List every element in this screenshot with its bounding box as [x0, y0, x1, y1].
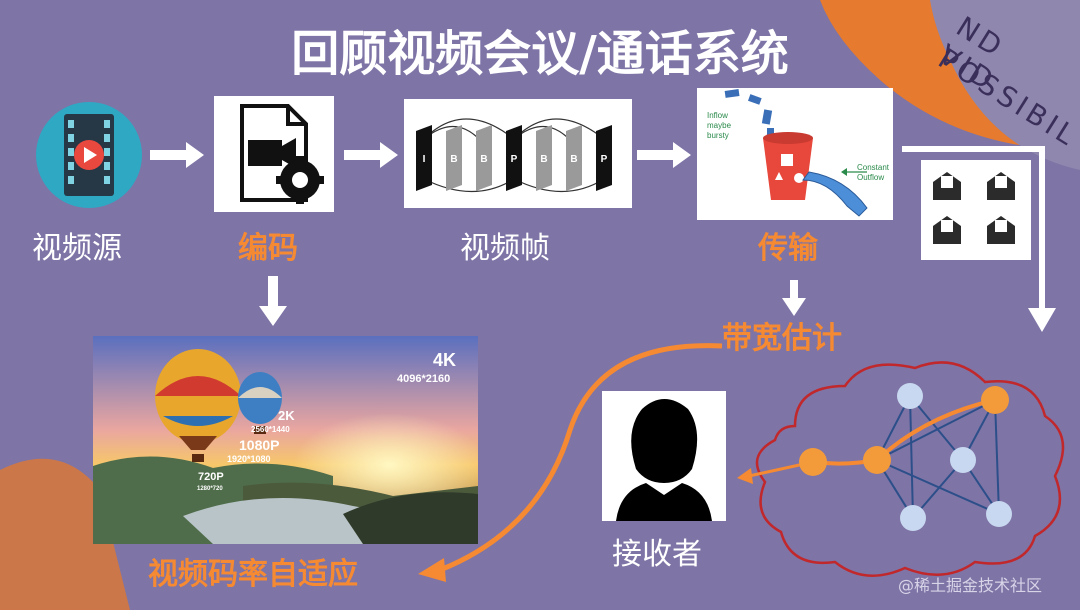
inflow-label: Inflow [707, 111, 728, 120]
frame-letter: B [480, 154, 487, 165]
arrow-right-icon [344, 142, 398, 168]
resolution-size: 1280*720 [197, 486, 223, 492]
video-file-settings-icon [240, 104, 324, 204]
feedback-curve-arrow [418, 343, 723, 582]
inflow-label: bursty [707, 131, 729, 140]
person-icon [616, 399, 712, 521]
resolution-size: 4096*2160 [397, 373, 450, 385]
label-bandwidth-estimate: 带宽估计 [722, 321, 842, 356]
inflow-label: maybe [707, 121, 732, 130]
arrow-down-icon [782, 280, 806, 316]
arrow-right-icon [637, 142, 691, 168]
frame-letter: P [511, 154, 518, 165]
frames-panel: I B B P B B P [404, 99, 632, 208]
network-cloud-diagram [737, 361, 1065, 577]
encode-panel [214, 96, 334, 212]
frame-letter: B [450, 154, 457, 165]
resolution-name: 4K [433, 350, 456, 370]
outflow-label: Outflow [857, 173, 884, 182]
resolution-size: 2560*1440 [251, 425, 290, 434]
arrow-right-icon [150, 142, 204, 168]
label-transmit: 传输 [758, 231, 818, 266]
leaky-bucket-panel: Inflow maybe bursty Constant Outflow [697, 88, 893, 220]
resolution-name: 720P [198, 471, 224, 483]
label-receiver: 接收者 [612, 537, 702, 572]
frame-letter: B [570, 154, 577, 165]
frame-letter: P [601, 154, 608, 165]
outflow-label: Constant [857, 163, 890, 172]
frame-letter: B [540, 154, 547, 165]
frame-letter: I [423, 154, 426, 165]
leaky-bucket-diagram: Inflow maybe bursty Constant Outflow [707, 89, 890, 217]
packets-icon [933, 172, 1015, 244]
label-bitrate-adaptation: 视频码率自适应 [148, 557, 358, 592]
arrow-down-icon [259, 276, 287, 326]
connector-line [902, 146, 1056, 332]
receiver-panel [602, 391, 726, 521]
packets-panel [921, 160, 1031, 260]
label-video-source: 视频源 [32, 231, 122, 266]
resolution-size: 1920*1080 [227, 454, 271, 464]
resolution-name: 2K [278, 408, 295, 423]
frame-sequence-diagram: I B B P B B P [416, 118, 612, 193]
label-encode: 编码 [238, 231, 298, 266]
video-source-icon [36, 102, 142, 208]
watermark: @稀土掘金技术社区 [898, 576, 1043, 595]
resolution-name: 1080P [239, 437, 279, 453]
slide-title: 回顾视频会议/通话系统 [291, 26, 789, 82]
label-video-frames: 视频帧 [460, 231, 550, 266]
resolution-landscape-image: 4K 4096*2160 2K 2560*1440 1080P 1920*108… [93, 336, 478, 544]
